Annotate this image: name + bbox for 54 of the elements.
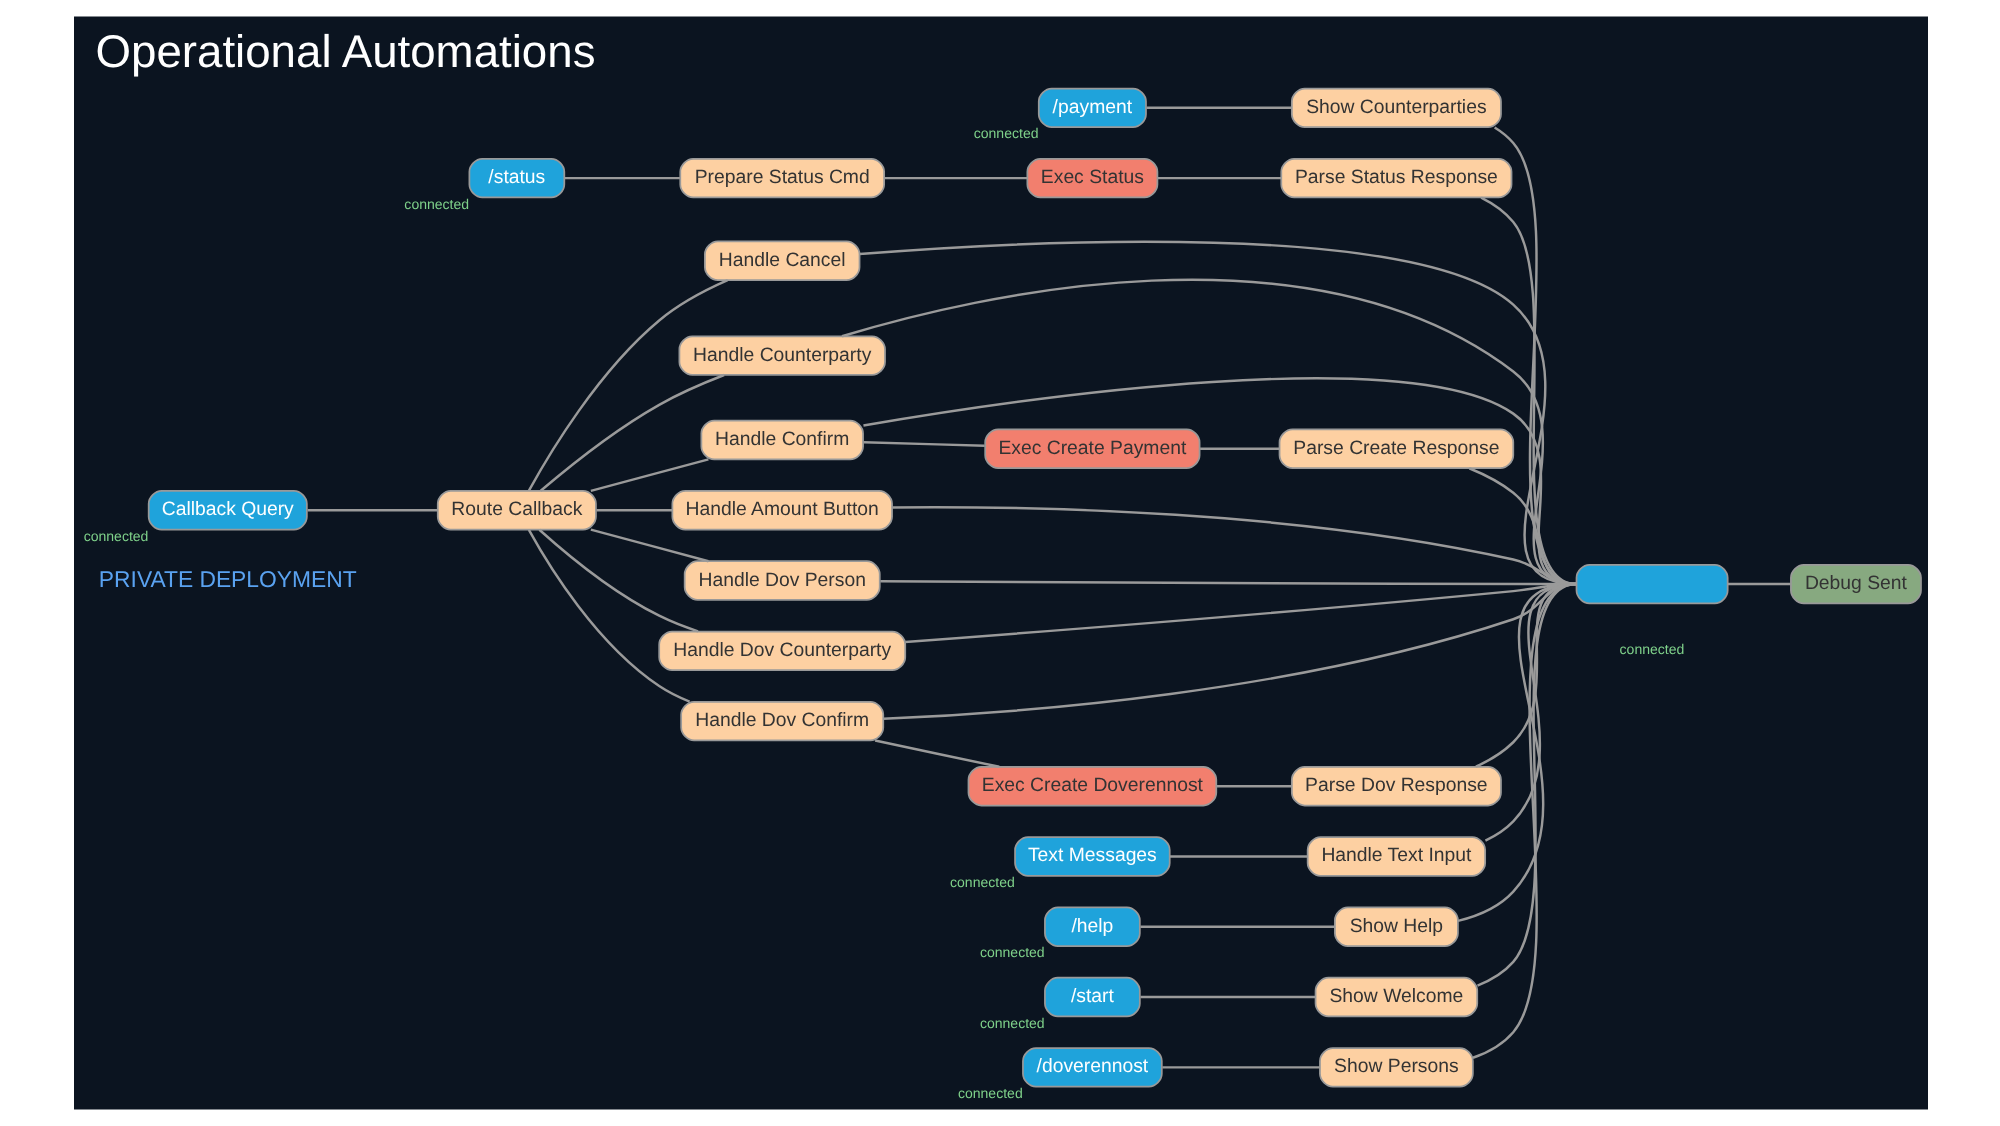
connector xyxy=(1139,925,1334,928)
connector xyxy=(589,528,708,563)
node-box: Route Callback xyxy=(435,490,596,531)
node-box: Handle Confirm xyxy=(699,419,863,461)
node-box: Prepare Status Cmd xyxy=(678,157,884,199)
connector xyxy=(1215,784,1291,788)
connector xyxy=(1726,582,1790,586)
node-box: Callback Query xyxy=(146,490,307,531)
connector xyxy=(1161,1066,1319,1069)
node-box: /doverennost xyxy=(1021,1047,1162,1088)
node-box: Show Counterparties xyxy=(1289,87,1501,129)
connector xyxy=(563,176,679,180)
connector xyxy=(1156,176,1281,180)
node-box: Handle Cancel xyxy=(703,240,860,281)
connector xyxy=(873,739,999,769)
connector xyxy=(595,509,672,512)
node-box: Parse Dov Response xyxy=(1289,765,1501,807)
node-box: /help xyxy=(1043,906,1140,947)
node-box xyxy=(1574,563,1728,605)
label: PRIVATE DEPLOYMENT xyxy=(97,568,356,593)
connector xyxy=(1139,995,1315,999)
node-box: Text Messages xyxy=(1013,836,1170,877)
diagram-title: Operational Automations xyxy=(94,25,595,78)
node-box: Handle Dov Confirm xyxy=(679,700,884,742)
node-box: Show Help xyxy=(1333,906,1458,947)
connector xyxy=(306,509,437,512)
connector xyxy=(538,373,724,492)
connector xyxy=(537,528,698,633)
node-box: /start xyxy=(1043,976,1140,1018)
connector xyxy=(1476,582,1576,987)
node-box: Show Welcome xyxy=(1313,976,1478,1018)
connector xyxy=(526,279,728,492)
node-box: Exec Create Doverennost xyxy=(966,765,1217,807)
connector xyxy=(1199,447,1279,450)
node-box: Parse Create Response xyxy=(1277,428,1514,469)
connector xyxy=(589,458,708,493)
node-box: /status xyxy=(467,157,565,199)
connector xyxy=(1168,855,1307,858)
node-box: Handle Amount Button xyxy=(670,490,892,531)
connector xyxy=(526,529,690,703)
node-box: Handle Dov Person xyxy=(682,560,880,601)
node-box: Debug Sent xyxy=(1789,563,1921,605)
node-box: Handle Dov Counterparty xyxy=(657,630,906,672)
connector xyxy=(883,176,1027,180)
node-box: Exec Create Payment xyxy=(983,428,1200,469)
node-box: Show Persons xyxy=(1318,1047,1473,1088)
connector xyxy=(1471,582,1576,1059)
node-box: Handle Text Input xyxy=(1305,836,1486,877)
node-box: Parse Status Response xyxy=(1279,157,1512,199)
node-box: /payment xyxy=(1036,87,1146,129)
node-box: Handle Counterparty xyxy=(677,335,885,376)
connector xyxy=(862,441,984,447)
node-box: Exec Status xyxy=(1025,157,1158,199)
connector xyxy=(1145,106,1291,110)
